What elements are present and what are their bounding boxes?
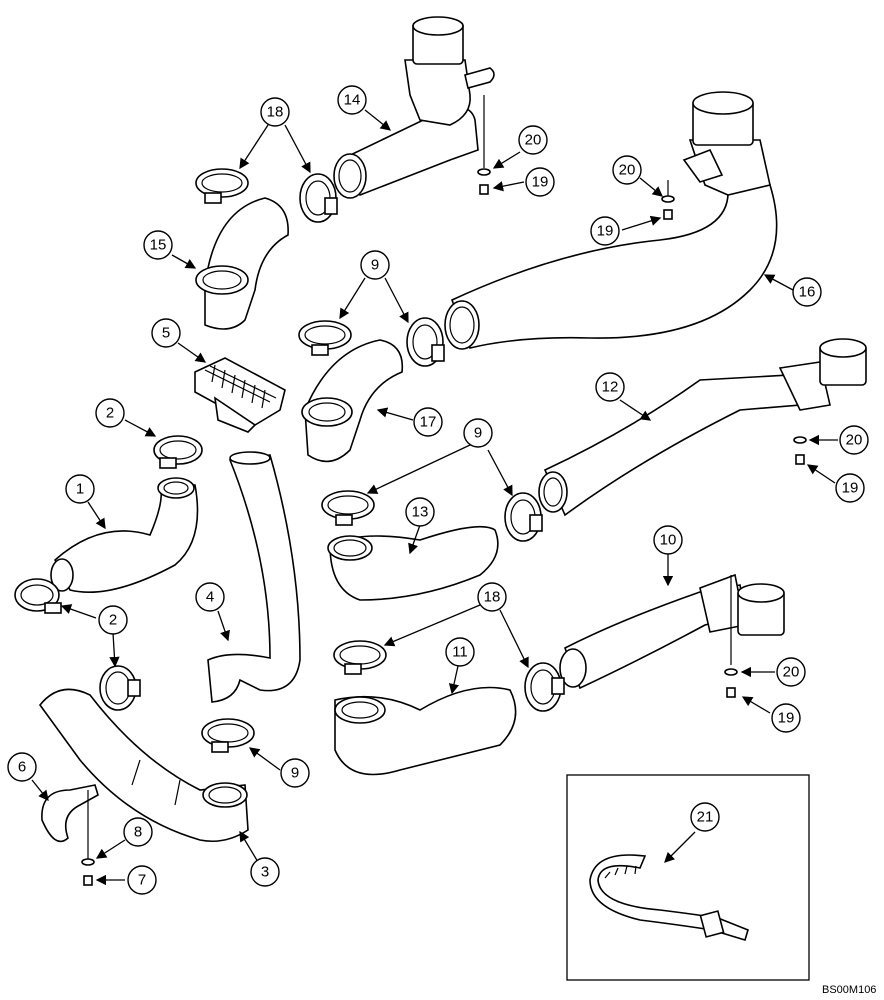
hose-15 (195, 197, 289, 330)
callout-5: 5 (151, 318, 181, 348)
callout-1: 1 (65, 474, 95, 504)
callout-7: 7 (127, 865, 157, 895)
pipe-14 (333, 16, 495, 199)
svg-text:19: 19 (778, 710, 795, 727)
svg-text:16: 16 (799, 284, 816, 301)
svg-text:21: 21 (697, 809, 714, 826)
svg-text:9: 9 (474, 425, 482, 442)
clamp-9a (298, 320, 352, 356)
callout-20d: 20 (776, 657, 806, 687)
svg-text:18: 18 (267, 104, 284, 121)
pipe-16 (444, 91, 778, 350)
callout-18b: 18 (477, 582, 507, 612)
svg-text:19: 19 (842, 480, 859, 497)
svg-text:20: 20 (783, 664, 800, 681)
callout-19b: 19 (590, 216, 620, 246)
svg-text:19: 19 (532, 174, 549, 191)
svg-text:18: 18 (484, 589, 501, 606)
svg-text:2: 2 (109, 612, 117, 629)
hose-17 (301, 339, 404, 463)
hose-4 (207, 451, 301, 703)
callout-13: 13 (405, 497, 435, 527)
pipe-10 (559, 573, 785, 690)
svg-text:3: 3 (261, 864, 269, 881)
svg-text:15: 15 (150, 237, 167, 254)
callout-6: 6 (7, 752, 37, 782)
hardware (81, 95, 807, 886)
clamp-18c (333, 640, 387, 675)
callout-21: 21 (690, 802, 720, 832)
clamps (14, 168, 565, 753)
callout-9b: 9 (463, 418, 493, 448)
callout-20c: 20 (839, 425, 869, 455)
svg-text:4: 4 (206, 589, 214, 606)
svg-text:20: 20 (525, 132, 542, 149)
svg-text:1: 1 (76, 481, 84, 498)
callout-15: 15 (143, 230, 173, 260)
svg-text:5: 5 (162, 325, 170, 342)
callout-11: 11 (445, 637, 475, 667)
clamp-2c (99, 665, 141, 711)
clamp-2b (14, 578, 62, 614)
svg-text:9: 9 (371, 257, 379, 274)
callout-2a: 2 (95, 398, 125, 428)
svg-text:7: 7 (138, 872, 146, 889)
clamp-2a (153, 435, 203, 469)
callout-20b: 20 (612, 155, 642, 185)
callout-10: 10 (653, 525, 683, 555)
callout-9c: 9 (280, 758, 310, 788)
svg-text:12: 12 (602, 379, 619, 396)
clamp-18b (299, 173, 338, 223)
hose-3 (38, 688, 249, 843)
inset-box (566, 774, 810, 981)
hose-1 (50, 477, 199, 593)
pipe-12 (538, 338, 867, 517)
svg-text:6: 6 (18, 759, 26, 776)
callout-20a: 20 (518, 125, 548, 155)
strap-6 (41, 784, 99, 860)
clamp-9d (504, 492, 543, 542)
clamp-9c (321, 490, 375, 526)
block-5 (194, 357, 286, 433)
callout-3: 3 (250, 857, 280, 887)
drawing-code: BS00M106 (822, 984, 876, 996)
callout-19d: 19 (771, 703, 801, 733)
svg-text:17: 17 (420, 414, 437, 431)
callout-8: 8 (123, 817, 153, 847)
callout-2b: 2 (98, 605, 128, 635)
svg-text:13: 13 (412, 504, 429, 521)
hose-11 (334, 686, 517, 776)
svg-text:14: 14 (344, 92, 361, 109)
svg-text:20: 20 (619, 162, 636, 179)
leaders (31, 109, 838, 886)
callout-9a: 9 (360, 250, 390, 280)
clamp-9e (201, 718, 255, 753)
callout-4: 4 (195, 582, 225, 612)
callout-12: 12 (595, 372, 625, 402)
callout-16: 16 (792, 277, 822, 307)
callout-19a: 19 (525, 167, 555, 197)
callout-19c: 19 (835, 473, 865, 503)
callout-14: 14 (337, 85, 367, 115)
svg-text:8: 8 (134, 824, 142, 841)
svg-text:19: 19 (597, 223, 614, 240)
svg-text:2: 2 (106, 405, 114, 422)
clamp-18a (195, 168, 249, 204)
hose-13 (327, 525, 499, 601)
callout-17: 17 (413, 407, 443, 437)
svg-text:9: 9 (291, 765, 299, 782)
callout-18a: 18 (260, 97, 290, 127)
clamp-9b (406, 317, 445, 367)
svg-text:20: 20 (846, 432, 863, 449)
svg-text:11: 11 (452, 644, 468, 661)
svg-text:10: 10 (660, 532, 677, 549)
clamp-18d (524, 662, 565, 712)
